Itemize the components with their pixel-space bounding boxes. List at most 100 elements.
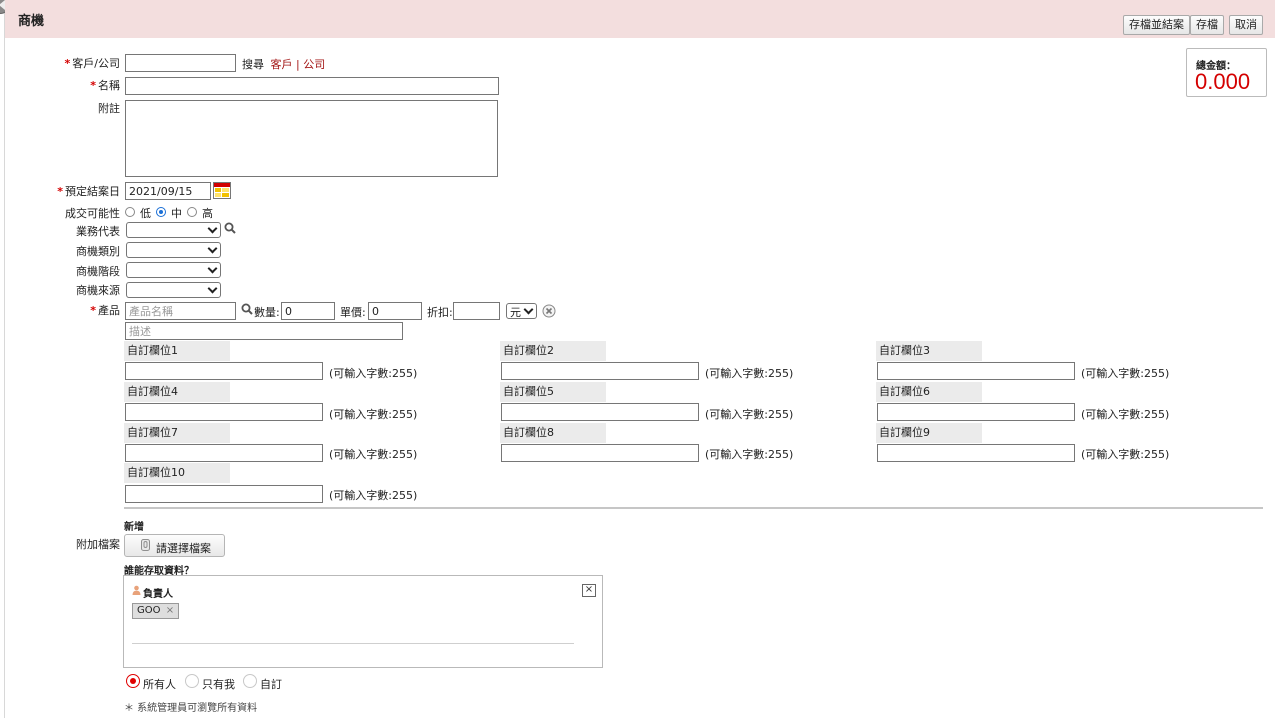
access-custom-radio[interactable] [243, 674, 257, 688]
custom-field-8-input[interactable] [501, 444, 699, 462]
search-customer-link[interactable]: 客戶 [270, 58, 293, 71]
custom-field-4-label: 自訂欄位4 [124, 382, 230, 402]
custom-field-10-input[interactable] [125, 485, 323, 503]
access-question: 誰能存取資料？ [124, 566, 194, 577]
access-everyone-radio[interactable] [126, 674, 140, 688]
search-company-link[interactable]: 公司 [303, 58, 326, 71]
owner-tag: GOO × [132, 603, 180, 619]
custom-field-2-hint: (可輸入字數:255) [705, 367, 794, 380]
remove-product-icon[interactable] [542, 304, 556, 318]
custom-field-8-label: 自訂欄位8 [500, 423, 606, 443]
custom-field-2-label: 自訂欄位2 [500, 341, 606, 361]
paperclip-icon [141, 539, 150, 551]
unit-price-input[interactable] [368, 302, 422, 320]
custom-field-1-label: 自訂欄位1 [124, 341, 230, 361]
access-everyone-label: 所有人 [143, 678, 176, 691]
custom-field-7-input[interactable] [125, 444, 323, 462]
custom-field-4-input[interactable] [125, 403, 323, 421]
name-input[interactable] [125, 77, 499, 95]
search-link-separator: | [296, 58, 300, 71]
left-border [4, 0, 5, 718]
category-select[interactable] [126, 242, 221, 258]
note-textarea[interactable] [125, 100, 498, 177]
custom-field-3-label: 自訂欄位3 [876, 341, 982, 361]
probability-low-radio[interactable] [125, 207, 135, 217]
custom-field-10-hint: (可輸入字數:255) [329, 489, 418, 502]
probability-mid-label: 中 [171, 207, 182, 220]
custom-field-5-hint: (可輸入字數:255) [705, 408, 794, 421]
quantity-label: 數量: [254, 306, 280, 319]
chevron-down-icon [207, 243, 218, 254]
custom-field-7-label: 自訂欄位7 [124, 423, 230, 443]
remove-tag-icon[interactable]: × [165, 605, 175, 616]
custom-field-3-input[interactable] [877, 362, 1075, 380]
sales-rep-label: 業務代表 [76, 225, 120, 238]
custom-field-2-input[interactable] [501, 362, 699, 380]
custom-field-4-hint: (可輸入字數:255) [329, 408, 418, 421]
add-new-link[interactable]: 新增 [124, 522, 144, 533]
stage-select[interactable] [126, 262, 221, 278]
total-amount-box: 總金額： 0.000 [1186, 48, 1267, 97]
customer-input[interactable] [125, 54, 236, 72]
save-button[interactable]: 存檔 [1190, 15, 1224, 35]
source-label: 商機來源 [76, 284, 120, 297]
choose-file-button[interactable]: 請選擇檔案 [124, 534, 225, 557]
unit-price-label: 單價: [340, 306, 366, 319]
custom-field-9-label: 自訂欄位9 [876, 423, 982, 443]
admin-footnote: ＊ 系統管理員可瀏覽所有資料 [124, 703, 258, 714]
owner-label: 負責人 [143, 589, 173, 600]
custom-field-5-input[interactable] [501, 403, 699, 421]
product-search-icon[interactable] [241, 303, 253, 315]
chevron-down-icon [207, 283, 218, 294]
access-only-me-radio[interactable] [185, 674, 199, 688]
section-divider [124, 507, 1263, 509]
sales-rep-select[interactable] [126, 222, 221, 238]
custom-field-5-label: 自訂欄位5 [500, 382, 606, 402]
close-date-label: *預定結案日 [57, 185, 120, 198]
currency-select[interactable]: 元 [506, 303, 537, 319]
close-access-icon[interactable]: × [582, 584, 596, 597]
chevron-down-icon [207, 263, 218, 274]
custom-field-9-input[interactable] [877, 444, 1075, 462]
probability-low-label: 低 [140, 207, 151, 220]
custom-field-6-input[interactable] [877, 403, 1075, 421]
discount-input[interactable] [453, 302, 500, 320]
total-amount-value: 0.000 [1195, 69, 1251, 94]
search-icon[interactable] [224, 222, 236, 234]
page-title: 商機 [18, 14, 45, 29]
quantity-input[interactable] [281, 302, 335, 320]
calendar-icon[interactable] [213, 182, 231, 199]
custom-field-9-hint: (可輸入字數:255) [1081, 448, 1170, 461]
name-label: *名稱 [90, 79, 120, 92]
product-label: *產品 [90, 304, 120, 317]
custom-field-1-hint: (可輸入字數:255) [329, 367, 418, 380]
source-select[interactable] [126, 282, 221, 298]
chevron-down-icon [207, 223, 218, 234]
note-label: 附註 [98, 102, 120, 115]
custom-field-1-input[interactable] [125, 362, 323, 380]
category-label: 商機類別 [76, 245, 120, 258]
cancel-button[interactable]: 取消 [1229, 15, 1263, 35]
customer-search: 搜尋 客戶 | 公司 [242, 58, 326, 71]
save-and-close-button[interactable]: 存檔並結案 [1123, 15, 1190, 35]
access-custom-label: 自訂 [260, 678, 282, 691]
product-name-input[interactable] [125, 302, 236, 320]
access-input-line[interactable] [132, 643, 574, 644]
stage-label: 商機階段 [76, 265, 120, 278]
probability-label: 成交可能性 [65, 207, 120, 220]
close-date-input[interactable] [125, 182, 211, 200]
total-amount-label: 總金額： [1196, 61, 1236, 72]
custom-field-3-hint: (可輸入字數:255) [1081, 367, 1170, 380]
probability-mid-radio[interactable] [156, 207, 166, 217]
product-description-input[interactable] [125, 322, 403, 340]
probability-high-label: 高 [202, 207, 213, 220]
currency-value: 元 [510, 306, 521, 319]
person-icon [132, 585, 141, 595]
access-only-me-label: 只有我 [202, 678, 235, 691]
custom-field-6-hint: (可輸入字數:255) [1081, 408, 1170, 421]
custom-field-10-label: 自訂欄位10 [124, 463, 230, 483]
probability-high-radio[interactable] [187, 207, 197, 217]
access-box [123, 575, 603, 668]
attachment-label: 附加檔案 [76, 538, 120, 551]
custom-field-7-hint: (可輸入字數:255) [329, 448, 418, 461]
